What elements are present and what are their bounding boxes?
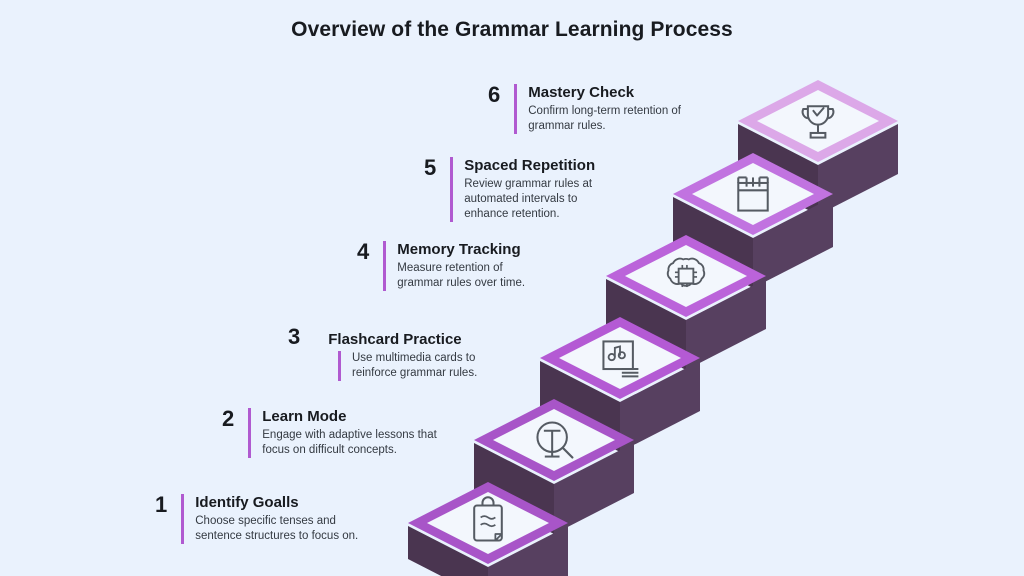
step-block-1[interactable]: [408, 482, 568, 576]
step-heading-1: Identify Goalls: [195, 494, 299, 511]
step-divider-4: [383, 241, 387, 292]
step-number-4: 4: [357, 239, 370, 264]
step-description-5: Review grammar rules at automated interv…: [464, 178, 593, 221]
step-divider-5: [450, 157, 454, 223]
step-text-6: 6 Mastery Check Confirm long-term retent…: [488, 82, 703, 135]
step-heading-2: Learn Mode: [262, 408, 347, 425]
step-text-1: 1 Identify Goalls Choose specific tenses…: [155, 492, 367, 545]
step-description-1: Choose specific tenses and sentence stru…: [195, 515, 359, 543]
step-number-2: 2: [222, 406, 235, 431]
step-block-2[interactable]: [474, 399, 634, 534]
step-description-4: Measure retention of grammar rules over …: [397, 262, 526, 290]
step-text-5: 5 Spaced Repetition Review grammar rules…: [424, 155, 614, 223]
step-block-3[interactable]: [540, 317, 700, 452]
step-heading-3: Flashcard Practice: [328, 331, 462, 348]
step-description-6: Confirm long-term retention of grammar r…: [528, 105, 682, 133]
step-number-1: 1: [155, 492, 168, 517]
step-number-6: 6: [488, 82, 501, 107]
step-text-2: 2 Learn Mode Engage with adaptive lesson…: [222, 406, 447, 459]
step-block-5[interactable]: [673, 153, 833, 288]
step-description-3: Use multimedia cards to reinforce gramma…: [352, 352, 478, 380]
step-heading-6: Mastery Check: [528, 84, 635, 101]
step-divider-6: [514, 84, 518, 135]
step-text-3: 3 Flashcard Practice Use multimedia card…: [288, 324, 502, 382]
step-divider-1: [181, 494, 185, 545]
step-number-5: 5: [424, 155, 437, 180]
step-heading-4: Memory Tracking: [397, 241, 521, 258]
page-title: Overview of the Grammar Learning Process: [291, 18, 733, 41]
step-heading-5: Spaced Repetition: [464, 157, 596, 174]
step-description-2: Engage with adaptive lessons that focus …: [262, 429, 437, 457]
step-number-3: 3: [288, 324, 301, 349]
step-divider-3: [338, 351, 341, 382]
step-divider-2: [248, 408, 252, 459]
step-text-4: 4 Memory Tracking Measure retention of g…: [357, 239, 547, 292]
